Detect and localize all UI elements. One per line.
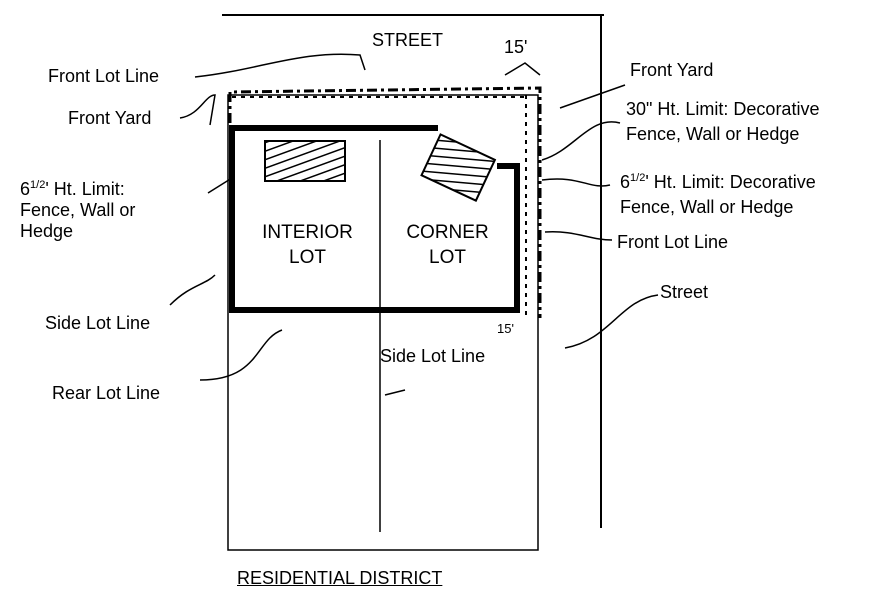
height-limit-label-left: 61/2' Ht. Limit: Fence, Wall or Hedge (20, 179, 136, 241)
dimension-15ft-top: 15' (504, 37, 528, 57)
height-limit-30-label: 30" Ht. Limit: Decorative Fence, Wall or… (626, 99, 820, 144)
side-lot-line-label-left: Side Lot Line (45, 313, 151, 333)
front-lot-line-label-right: Front Lot Line (617, 232, 729, 252)
front-yard-setback (228, 86, 542, 318)
height-limit-6-label-right: 61/2' Ht. Limit: Decorative Fence, Wall … (620, 172, 816, 217)
block-outline (227, 94, 539, 551)
corner-lot-line1: CORNER (406, 222, 489, 243)
front-lot-line-label-left: Front Lot Line (48, 66, 160, 86)
corner-lot-line2: LOT (429, 247, 466, 268)
fence-line (229, 125, 520, 313)
street-label-top: STREET (372, 30, 444, 50)
rear-lot-line-label: Rear Lot Line (52, 383, 161, 403)
interior-house (264, 140, 346, 182)
street-label-right: Street (660, 282, 709, 302)
corner-house (420, 133, 497, 202)
front-yard-label-right: Front Yard (630, 60, 714, 80)
corner-lot-label: CORNER LOT (390, 220, 505, 270)
interior-lot-label: INTERIOR LOT (245, 220, 370, 270)
dimension-15ft-bottom: 15' (497, 321, 514, 336)
interior-lot-line2: LOT (289, 247, 326, 268)
front-yard-label-left: Front Yard (68, 108, 152, 128)
diagram-title: RESIDENTIAL DISTRICT (237, 568, 443, 588)
interior-lot-line1: INTERIOR (262, 222, 353, 243)
side-lot-line-label-center: Side Lot Line (380, 346, 486, 366)
